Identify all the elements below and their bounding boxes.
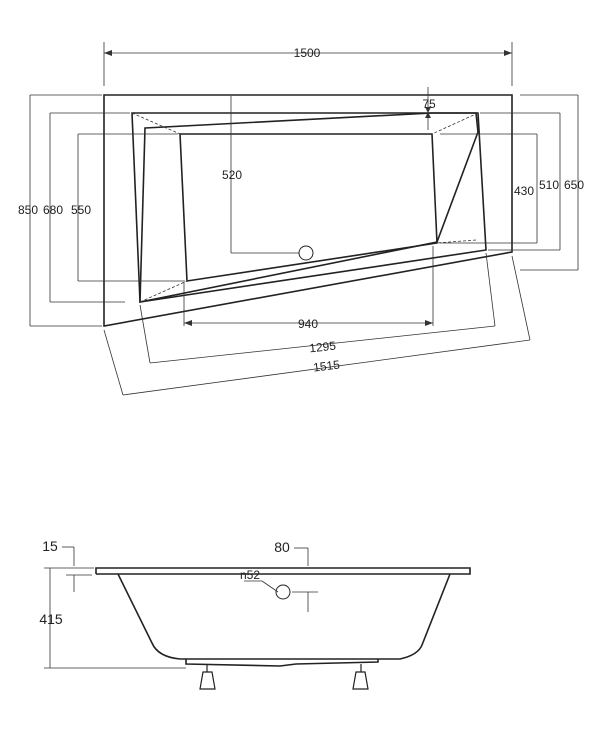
dim-right-inner: 430 [514,184,534,198]
top-rim-outline [131,112,487,303]
dim-width-total: 1500 [294,46,321,60]
dim-bottom-mid: 1295 [309,339,337,356]
dim-rim: 15 [42,538,58,554]
dim-left-mid: 680 [43,203,63,217]
dim-depth-to-drain: 520 [222,168,242,182]
dim-left-outer: 850 [18,203,38,217]
top-basin-outline [139,112,479,303]
dim-height: 415 [39,611,63,627]
side-base [185,659,379,667]
dim-drain-diameter: n52 [240,568,260,582]
side-rim [95,567,471,575]
dim-right-outer: 650 [564,178,584,192]
side-foot-right [352,671,369,690]
dim-inner-offset: 75 [422,97,436,111]
dim-bottom-inner: 940 [298,317,318,331]
drain-circle-top [298,245,314,261]
side-foot-left [199,671,216,690]
top-outer-outline [103,94,513,327]
dim-left-inner: 550 [71,203,91,217]
dim-right-mid: 510 [539,178,559,192]
dim-drain-offset: 80 [274,539,290,555]
drain-circle-side [275,584,291,600]
dim-bottom-outer: 1515 [312,357,341,374]
side-view: 15 80 n52 415 [39,538,471,690]
top-view: 1500 75 520 850 680 550 430 510 650 940 … [18,42,584,396]
top-inner-basin [179,133,438,282]
side-body [117,573,451,660]
